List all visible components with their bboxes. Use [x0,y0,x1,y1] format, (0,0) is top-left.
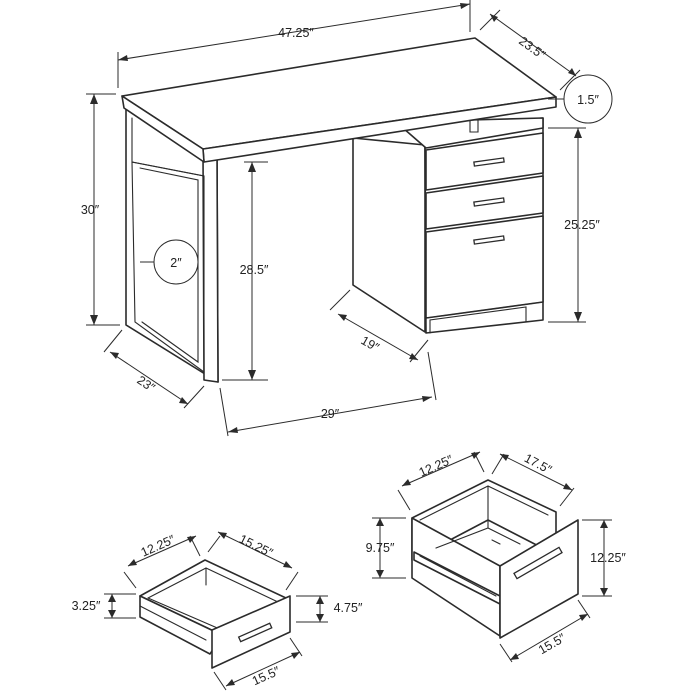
dim-small-drawer-front-height: 4.75″ [296,595,363,623]
dim-leg-thickness: 2″ [140,239,199,285]
pedestal-kick [425,301,544,319]
dim-top-thickness: 1.5″ [548,74,613,124]
small-drawer-runner [139,605,207,641]
pedestal-kick-base [429,306,527,334]
leg-thickness-callout [153,239,199,285]
file-drawer-front-height-label: 12.25″ [590,551,626,565]
pedestal-side [352,137,426,333]
drawer-3-handle [473,235,505,245]
top-thickness-label: 1.5″ [577,93,599,107]
small-drawer-drawing [139,559,291,669]
knee-height-label: 28.5″ [240,263,269,277]
desk-depth-label: 23.5″ [516,34,548,63]
dim-file-drawer-inner-height: 9.75″ [366,517,406,579]
desk-top-side-edge [121,95,205,163]
drawer-2-handle [473,197,505,207]
small-drawer-handle [237,622,273,643]
left-leg-frame-inner [139,167,199,364]
dim-file-drawer-front-height: 12.25″ [582,519,626,597]
leg-depth-label: 23″ [134,373,158,395]
file-drawer-rod [491,539,501,545]
desk-height-label: 30″ [81,203,100,217]
small-drawer-left-side [139,595,223,655]
pedestal-drawer-3 [425,215,544,319]
dim-desk-width: 47.25″ [117,0,471,88]
file-drawer-floor [435,527,521,549]
small-drawer-front-height-label: 4.75″ [334,601,363,615]
pedestal-depth-label: 19″ [359,333,382,355]
left-leg-front [202,149,219,383]
small-drawer-width-label: 15.25″ [237,532,276,560]
drawer-1-handle [473,157,505,167]
file-drawer-front-width-label: 15.5″ [536,630,568,657]
dim-desk-height: 30″ [81,93,120,326]
support-post [469,111,479,133]
small-drawer-depth-label: 12.25″ [139,532,178,560]
file-drawer-handle [513,546,563,580]
file-drawer-inner-height-label: 9.75″ [366,541,395,555]
modesty-rail [131,117,205,177]
leg-thickness-label: 2″ [170,256,182,270]
file-drawer-depth-label: 12.25″ [417,452,456,480]
file-drawer-slide-detail [419,555,497,597]
dim-knee-width: 29″ [219,351,437,437]
desk-drawing [121,37,557,383]
dim-knee-height: 28.5″ [222,161,269,381]
pedestal-height-label: 25.25″ [564,218,600,232]
top-thickness-callout [563,74,613,124]
dim-pedestal-height: 25.25″ [548,127,600,323]
file-drawer-drawing [411,479,579,639]
desk-width-label: 47.25″ [278,26,314,40]
knee-width-label: 29″ [321,407,340,421]
dim-small-drawer-inner-height: 3.25″ [72,593,136,619]
small-drawer-inner-height-label: 3.25″ [72,599,101,613]
small-drawer-front-width-label: 15.5″ [250,664,282,689]
